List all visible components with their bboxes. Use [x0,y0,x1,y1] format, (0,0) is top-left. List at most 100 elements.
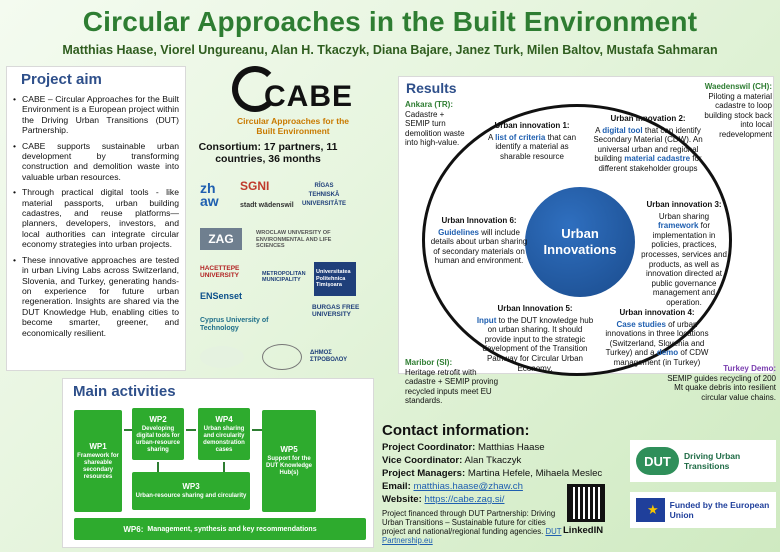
innovation-heading: Urban Innovation 6: [441,216,517,225]
living-lab-turkey-demo: Turkey Demo:SEMIP guides recycling of 20… [660,364,776,402]
living-lab-waedenswil: Waedenswil (CH):Piloting a material cada… [690,82,772,139]
results-heading: Results [406,80,457,96]
lab-text: Piloting a material cadastre to loop bui… [704,91,772,139]
partner-logo-zag: ZAG [200,228,242,250]
dut-logo: DUT [636,447,680,475]
wp6-box: WP6:Management, synthesis and key recomm… [74,518,366,540]
living-lab-ankara: Ankara (TR):Cadastre + SEMIP turn demoli… [405,100,471,148]
wp-id: WP3 [182,482,200,491]
urban-innovation-2: Urban innovation 2: A digital tool that … [588,114,708,174]
contact-value: Martina Hefele, Mihaela Meslec [467,468,603,479]
author-list: Matthias Haase, Viorel Ungureanu, Alan H… [62,43,718,57]
partner-logo-rtu: RĪGAS TEHNISKĀ UNIVERSITĀTE [301,182,346,207]
wp-flow-arrows [124,429,262,472]
innovation-text: of urban innovations in three locations … [605,319,709,358]
innovation-highlight: digital tool [602,125,643,135]
linkedin-qr-code[interactable] [567,484,605,522]
innovation-text: A [487,132,496,142]
lab-text: Heritage retrofit with cadastre + SEMIP … [405,367,499,406]
partner-logo-emblem [200,346,244,368]
website-link[interactable]: https://cabe.zag.si/ [424,494,505,505]
dut-text: Driving Urban Transitions [684,451,741,471]
partner-logo-upt: Universitatea Politehnica Timișoara [314,262,356,296]
urban-innovation-4: Urban innovation 4: Case studies of urba… [598,308,716,368]
urban-innovation-6: Urban Innovation 6: Guidelines will incl… [430,216,528,266]
innovation-text: A [595,125,603,135]
innovation-text: that can identify Secondary Material (CD… [593,125,703,164]
innovation-highlight: Case studies [616,319,666,329]
partner-logo-seal [262,344,302,370]
innovation-highlight: list of criteria [495,132,546,142]
lab-city: Ankara (TR): [405,100,454,109]
aim-bullet: Through practical digital tools - like m… [13,187,179,249]
eu-flag-icon [636,498,665,522]
contact-value: Alan Tkaczyk [464,455,522,466]
innovation-highlight: material cadastre [624,154,691,164]
wp-id: WP6: [123,524,144,534]
urban-innovation-3: Urban innovation 3: Urban sharing framew… [640,200,728,308]
eu-sponsor: Funded by the European Union [630,492,776,528]
partner-logo-sgni: SGNI [240,178,270,193]
urban-innovation-1: Urban innovation 1: A list of criteria t… [484,121,580,161]
innovation-text: of CDW management (in Turkey) [613,348,709,367]
innovation-text: will include details about urban sharing… [430,227,528,266]
main-activities-heading: Main activities [73,383,176,400]
partner-logo-cut: Cyprus University of Technology [200,317,269,332]
contact-heading: Contact information: [382,422,530,439]
innovation-text: for different stakeholder groups [598,154,702,173]
innovation-highlight: demo [656,348,679,358]
cabe-logo-ring [232,66,278,112]
financing-text: Project financed through DUT Partnership… [382,509,556,536]
partner-logo-wadenswil: stadt wädenswil [240,201,294,209]
wp-id: WP5 [280,445,298,454]
urban-innovation-5: Urban Innovation 5: Input to the DUT kno… [476,304,594,373]
wp-desc: Support for the DUT Knowledge Hub(s) [266,456,312,476]
wp-desc: Management, synthesis and key recommenda… [147,525,317,533]
eu-funding-text: Funded by the European Union [669,500,770,520]
poster-title: Circular Approaches in the Built Environ… [82,6,698,37]
wp-id: WP4 [215,414,233,424]
contact-email: Email: matthias.haase@zhaw.ch [382,481,523,492]
innovation-heading: Urban innovation 1: [494,121,570,130]
innovation-heading: Urban Innovation 5: [497,304,573,313]
contact-label: Email: [382,481,411,492]
wp-id: WP2 [149,414,167,424]
dut-partnership-link[interactable]: DUT Partnership.eu [382,527,562,545]
innovation-text: for implementation in policies, practice… [641,221,727,307]
wp-desc: Urban sharing and circularity demonstrat… [203,425,245,453]
financing-note: Project financed through DUT Partnership… [382,509,562,545]
contact-label: Project Coordinator: [382,442,476,453]
wp-id: WP1 [89,441,107,451]
innovation-heading: Urban innovation 4: [619,308,695,317]
partner-logo-wroclaw: WROCLAW UNIVERSITY OF ENVIRONMENTAL AND … [256,230,332,250]
lab-text: SEMIP guides recycling of 200 Mt quake d… [667,373,776,402]
innovation-heading: Urban innovation 3: [646,200,722,209]
lab-text: Cadastre + SEMIP turn demolition waste i… [405,109,465,148]
urban-innovations-core: Urban Innovations [525,187,635,297]
contact-coordinator: Project Coordinator: Matthias Haase [382,442,545,453]
innovation-highlight: framework [657,221,699,231]
contact-value: Matthias Haase [477,442,545,453]
contact-label: Project Managers: [382,468,466,479]
project-aim-heading: Project aim [21,71,102,88]
innovation-highlight: Guidelines [438,227,479,237]
wp-desc: Urban-resource sharing and circularity [135,493,247,499]
cabe-logo-text: CABE [264,80,354,113]
partner-logo-bfu: BURGAS FREE UNIVERSITY [312,303,360,319]
aim-bullet: CABE supports sustainable urban developm… [13,141,179,183]
contact-label: Website: [382,494,422,505]
dut-sponsor: DUT Driving Urban Transitions [630,440,776,482]
linkedin-label: LinkedIN [563,525,604,536]
partner-logo-hacettepe: HACETTEPE UNIVERSITY [200,264,240,280]
partner-logo-ensenset: ENSenset [200,290,243,301]
innovation-text: that can identify a material as sharable… [495,132,577,161]
consortium-summary: Consortium: 17 partners, 11 countries, 3… [198,141,338,165]
lab-city: Maribor (SI): [405,358,453,367]
email-link[interactable]: matthias.haase@zhaw.ch [413,481,523,492]
contact-vice: Vice Coordinator: Alan Tkaczyk [382,455,521,466]
cabe-logo-subtitle: Circular Approaches for the Built Enviro… [236,116,350,136]
